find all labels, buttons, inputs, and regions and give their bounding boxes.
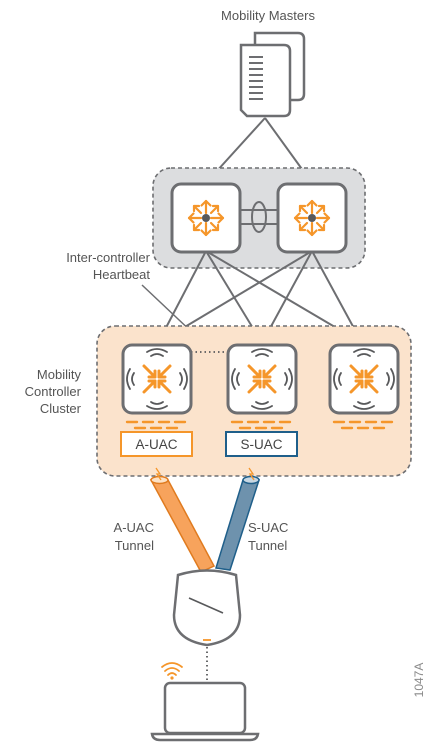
mobility-masters-label: Mobility Masters <box>221 8 315 23</box>
s-uac-tunnel-label-line1: S-UAC <box>248 520 288 535</box>
server-stack-icon <box>239 31 306 118</box>
heartbeat-label-line1: Inter-controller <box>66 250 150 265</box>
controller-icon <box>276 182 348 254</box>
cluster-label-line1: Mobility <box>37 367 82 382</box>
a-uac-tunnel-label-line1: A-UAC <box>114 520 154 535</box>
cluster-label-line3: Cluster <box>40 401 82 416</box>
wifi-icon <box>161 662 183 680</box>
a-uac-tunnel <box>149 467 216 573</box>
a-uac-tunnel-label-line2: Tunnel <box>115 538 154 553</box>
laptop-icon <box>150 681 260 742</box>
s-uac-box <box>225 431 298 457</box>
a-uac-box <box>120 431 193 457</box>
access-point-icon <box>172 569 242 647</box>
a-uac-box-label: A-UAC <box>135 437 177 452</box>
cluster-label-line2: Controller <box>25 384 82 399</box>
controller-lag <box>240 201 278 233</box>
controller-icon <box>170 182 242 254</box>
s-uac-box-label: S-UAC <box>240 437 282 452</box>
s-uac-tunnel-label-line2: Tunnel <box>248 538 287 553</box>
figure-id: 1047A <box>412 663 426 698</box>
s-uac-tunnel <box>215 467 261 571</box>
heartbeat-label-line2: Heartbeat <box>93 267 150 282</box>
